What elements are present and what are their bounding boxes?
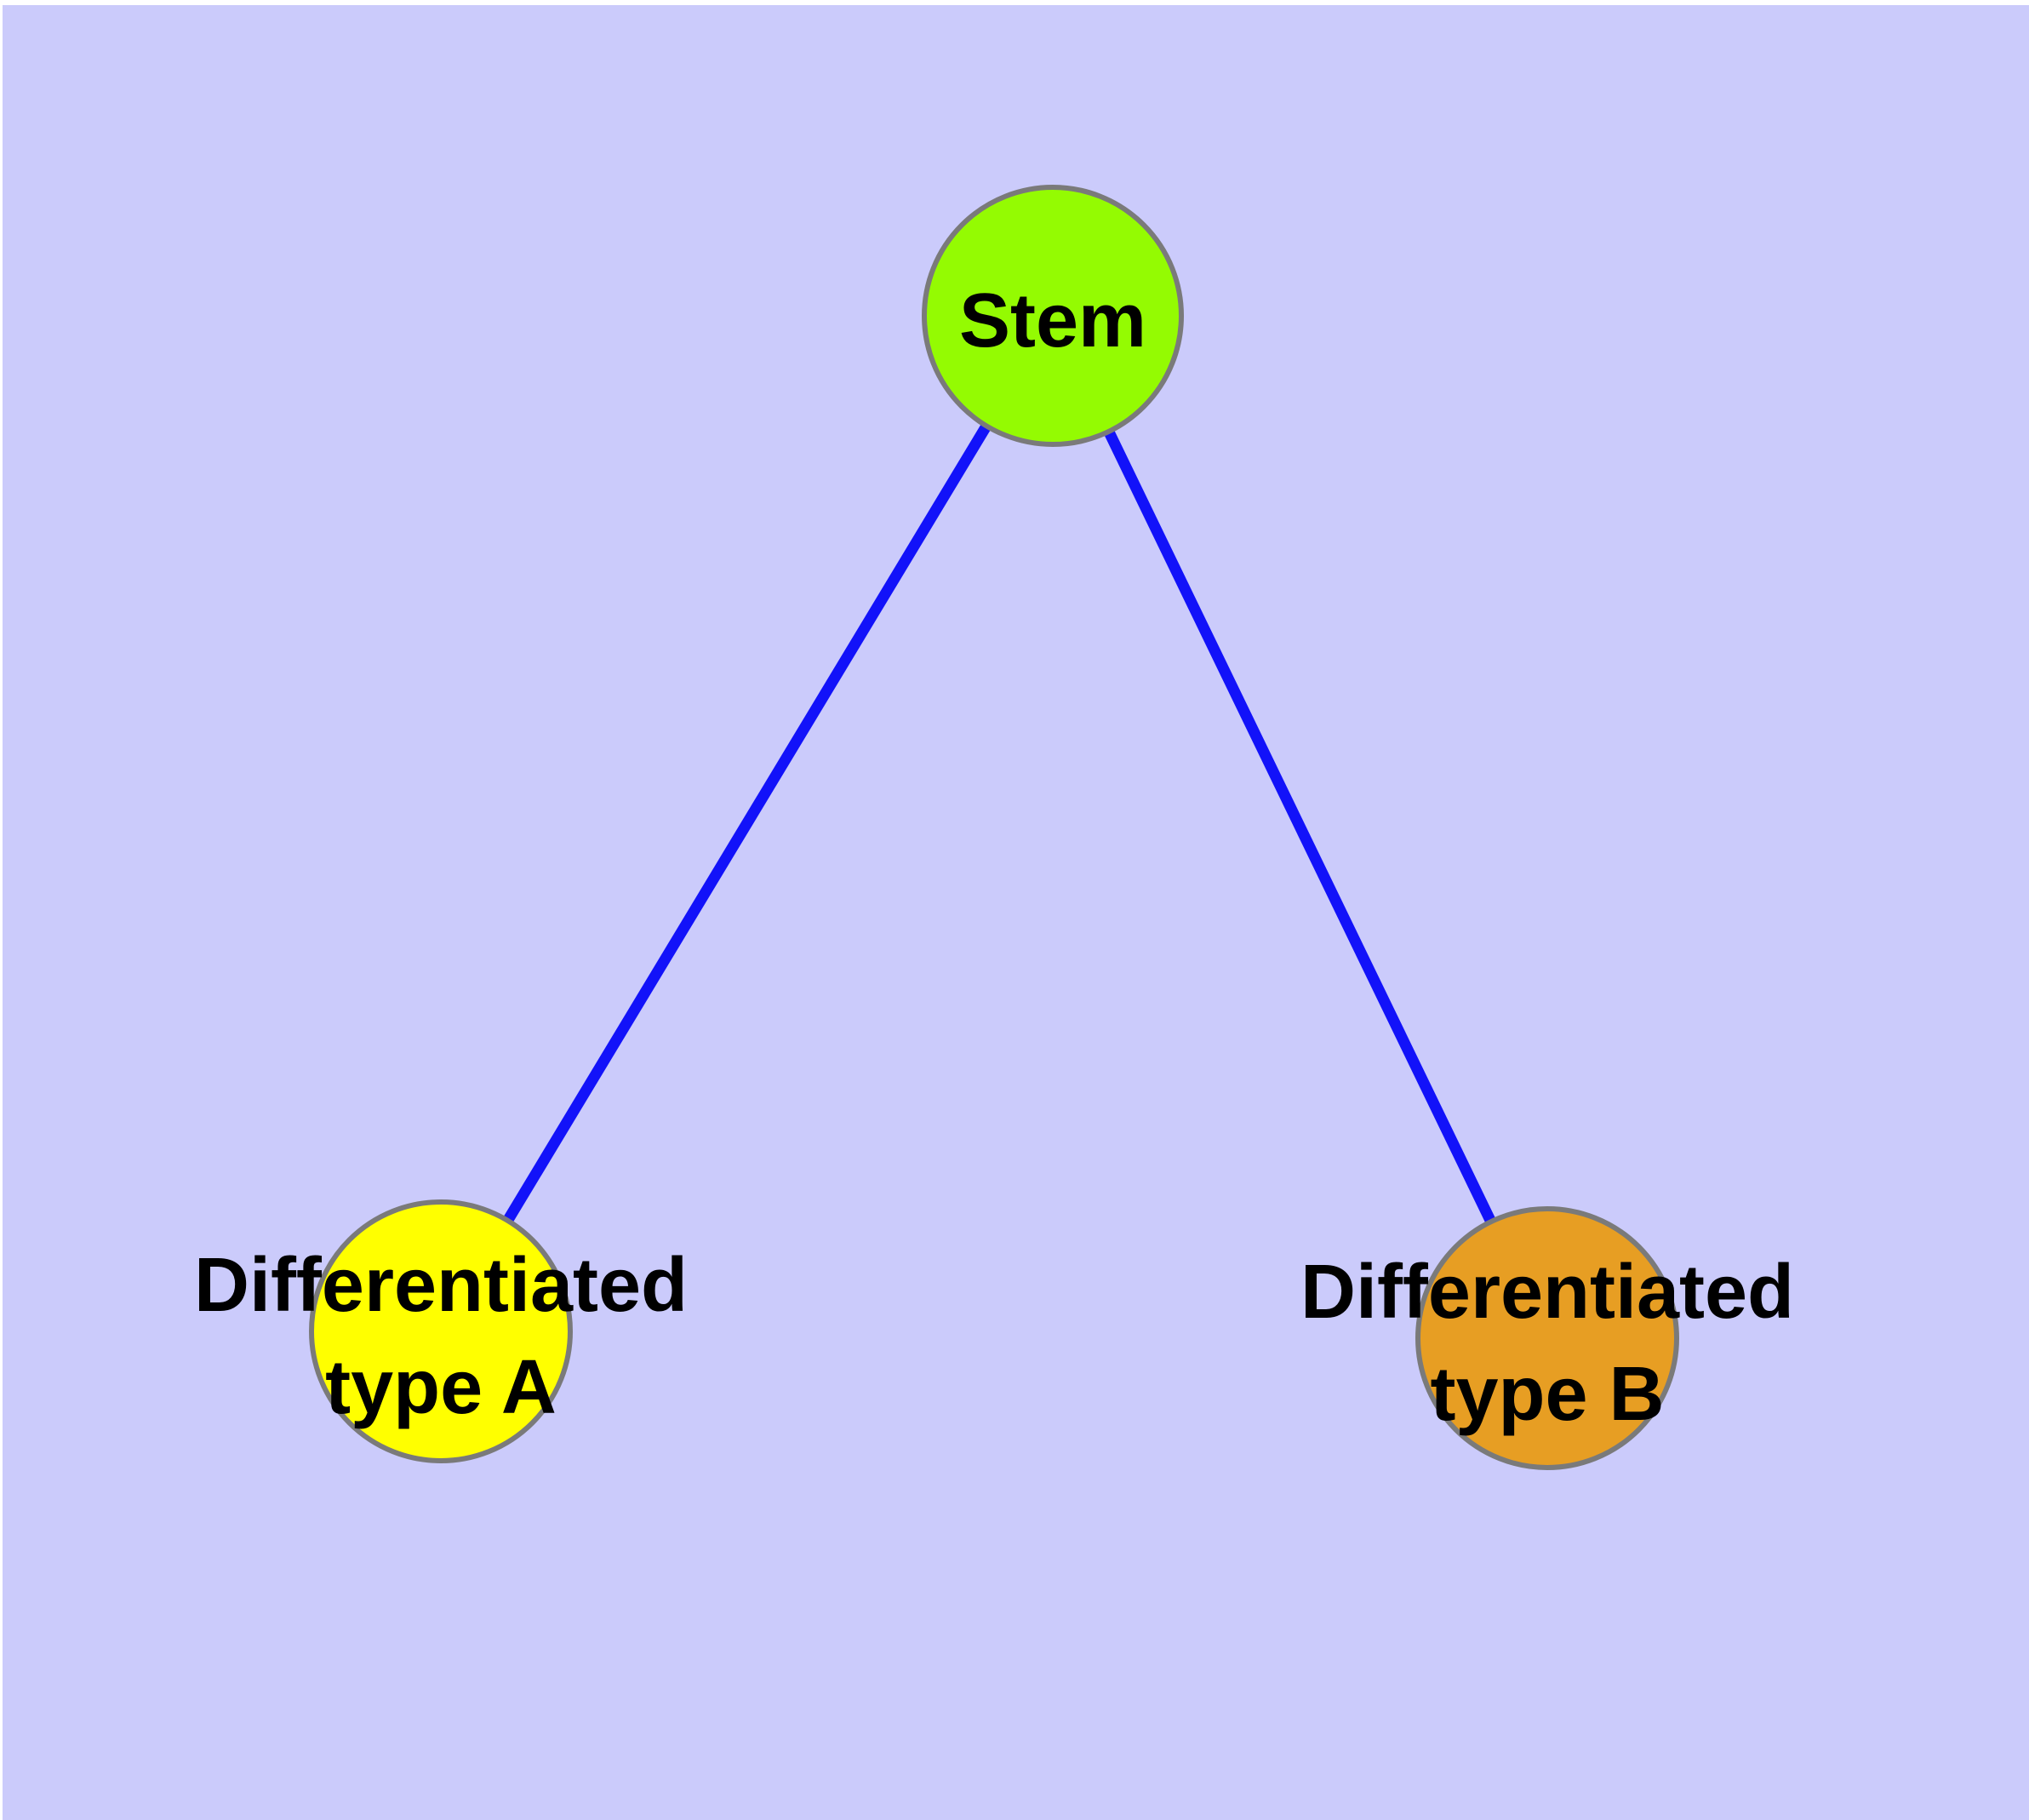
edge-stem-to-type-a (436, 312, 1058, 1335)
node-type-a-label-line1: Differentiated (194, 1243, 688, 1328)
node-stem: Stem (922, 185, 1184, 447)
node-differentiated-type-a: Differentiated type A (194, 1199, 688, 1463)
node-type-b-label-line2: type B (1430, 1352, 1664, 1437)
node-stem-circle (922, 185, 1184, 447)
node-type-b-label-line1: Differentiated (1300, 1250, 1794, 1335)
edge-stem-to-type-b (1048, 313, 1552, 1341)
node-stem-label: Stem (959, 278, 1146, 363)
node-differentiated-type-b: Differentiated type B (1300, 1206, 1794, 1470)
node-type-a-label-line2: type A (325, 1345, 557, 1430)
node-type-a-circle (309, 1199, 573, 1463)
node-type-b-circle (1415, 1206, 1679, 1470)
